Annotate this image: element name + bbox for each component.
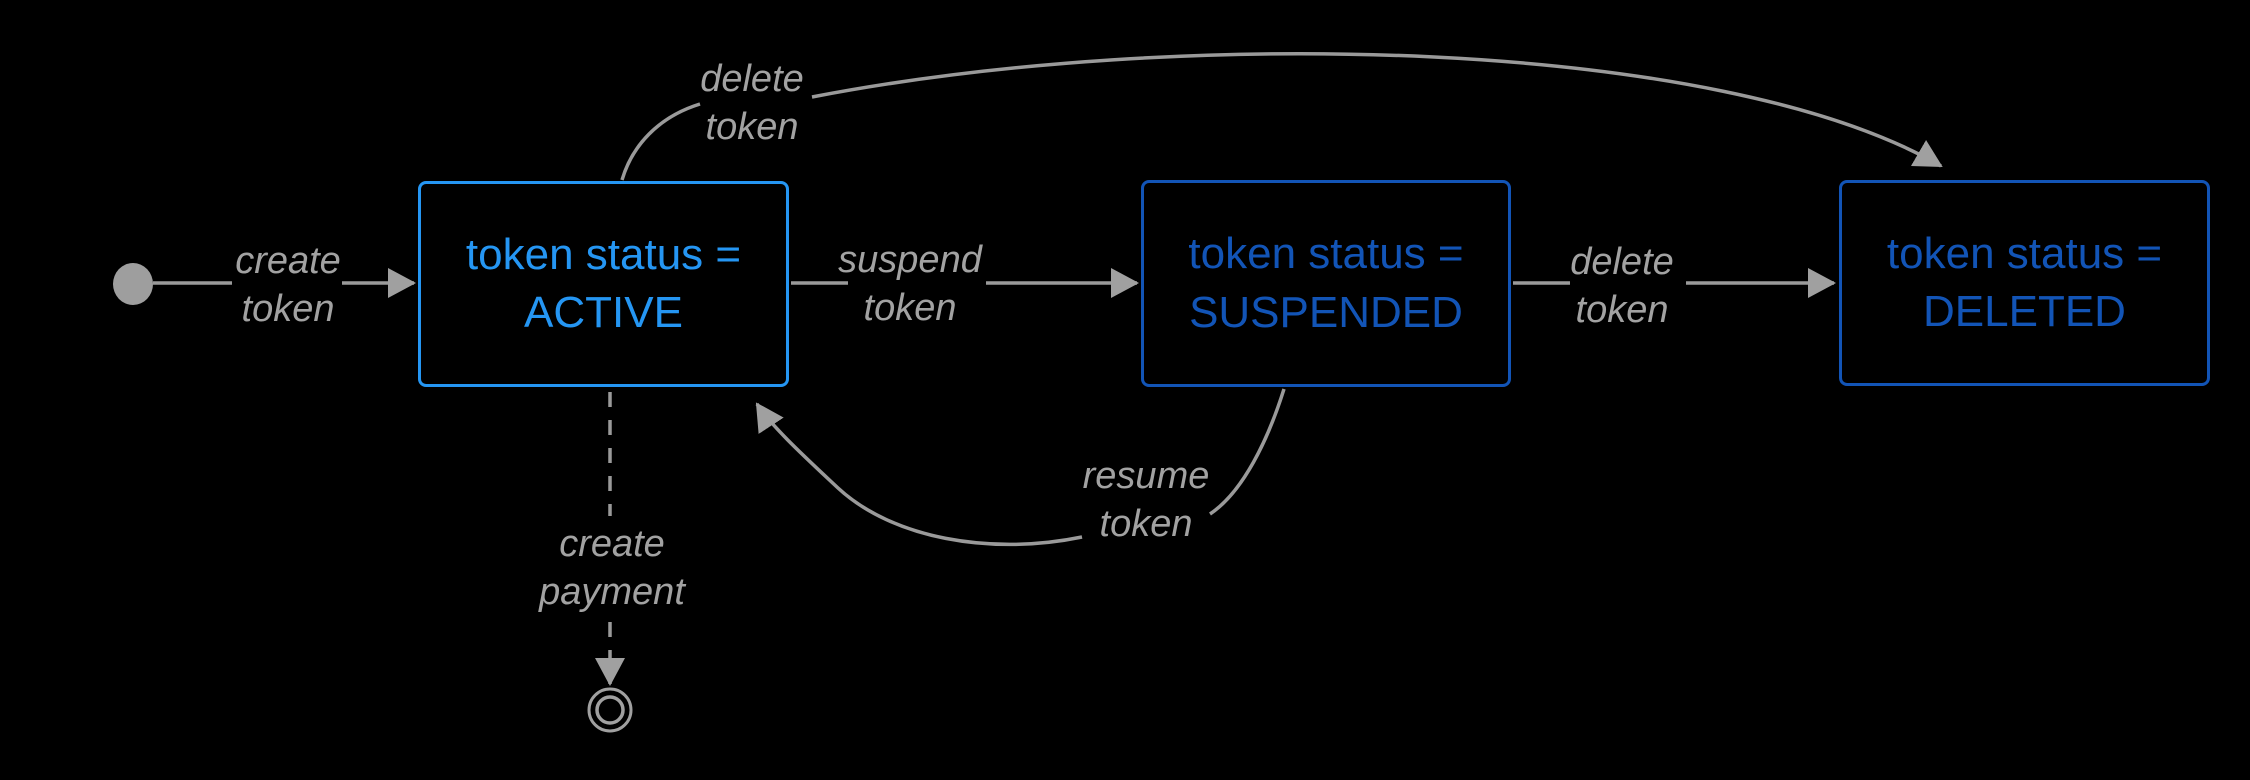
suspend-token-label: suspend token: [838, 239, 982, 329]
state-deleted: token status = DELETED: [1839, 180, 2210, 386]
delete-token-mid-label: delete token: [1570, 241, 1674, 331]
resume-token-label: resume token: [1082, 455, 1210, 545]
create-payment-label: create payment: [539, 523, 685, 613]
final-state-node-outer: [587, 687, 633, 733]
delete-token-top-label: delete token: [700, 58, 804, 148]
resume-token-edge: [755, 402, 1083, 547]
delete-token-top-edge: [811, 52, 1943, 168]
resume-token-edge-start: [1209, 388, 1286, 516]
initial-state-node: [113, 263, 153, 305]
create-token-label: create token: [235, 240, 341, 330]
state-suspended: token status = SUSPENDED: [1141, 180, 1511, 387]
final-state-node-inner: [595, 695, 625, 725]
delete-token-top-edge-start: [620, 102, 701, 181]
state-active: token status = ACTIVE: [418, 181, 789, 387]
